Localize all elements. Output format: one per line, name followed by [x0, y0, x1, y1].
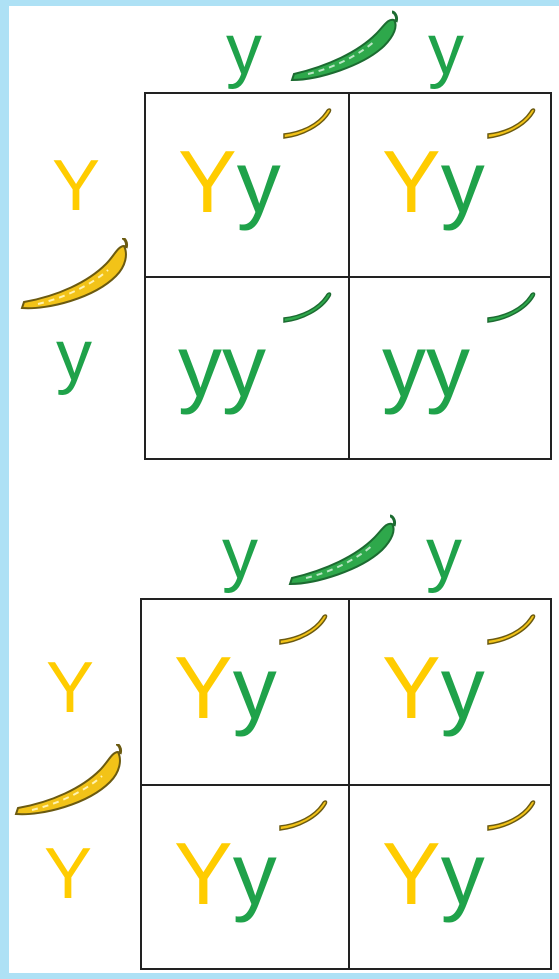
- yellow-pea-pod-icon: [282, 106, 334, 140]
- green-pea-pod-icon: [282, 290, 334, 324]
- offspring-cell: yy: [146, 278, 350, 460]
- allele-2: y: [441, 830, 485, 918]
- top-parent-pod-icon: [286, 514, 404, 590]
- allele-2: y: [426, 322, 470, 410]
- allele-2: y: [233, 830, 277, 918]
- top-allele-1: y: [226, 14, 262, 86]
- allele-1: y: [382, 322, 426, 410]
- allele-1: Y: [174, 644, 233, 732]
- left-allele-2: y: [56, 320, 92, 392]
- yellow-pea-pod-icon: [486, 612, 538, 646]
- offspring-cell: yy: [350, 278, 554, 460]
- allele-2: y: [222, 322, 266, 410]
- left-parent-pod-icon: [12, 744, 126, 822]
- allele-2: y: [441, 138, 485, 226]
- genotype-label: Yy: [382, 830, 485, 918]
- offspring-cell: Yy: [146, 94, 350, 276]
- left-parent-pod-icon: [18, 238, 132, 316]
- left-allele-2: Y: [44, 838, 92, 910]
- punnett-square-2: y y Y Y Yy Yy: [0, 500, 559, 975]
- genotype-label: yy: [178, 322, 266, 410]
- offspring-cell: Yy: [350, 94, 554, 276]
- allele-1: Y: [382, 644, 441, 732]
- top-allele-2: y: [428, 14, 464, 86]
- genotype-label: yy: [382, 322, 470, 410]
- offspring-cell: Yy: [142, 786, 346, 968]
- genotype-label: Yy: [382, 138, 485, 226]
- punnett-square-1: y y Y y Yy Yy: [0, 0, 559, 480]
- punnett-grid-2: Yy Yy Yy Yy: [140, 598, 552, 970]
- genotype-label: Yy: [382, 644, 485, 732]
- green-pea-pod-icon: [486, 290, 538, 324]
- offspring-cell: Yy: [350, 600, 554, 782]
- top-allele-2: y: [426, 518, 462, 590]
- yellow-pea-pod-icon: [486, 798, 538, 832]
- allele-2: y: [441, 644, 485, 732]
- top-parent-pod-icon: [288, 10, 406, 86]
- yellow-pea-pod-icon: [278, 798, 330, 832]
- punnett-grid-1: Yy Yy yy yy: [144, 92, 552, 460]
- offspring-cell: Yy: [350, 786, 554, 968]
- allele-2: y: [233, 644, 277, 732]
- allele-1: y: [178, 322, 222, 410]
- yellow-pea-pod-icon: [486, 106, 538, 140]
- genotype-label: Yy: [178, 138, 281, 226]
- allele-1: Y: [382, 830, 441, 918]
- genotype-label: Yy: [174, 644, 277, 732]
- yellow-pea-pod-icon: [278, 612, 330, 646]
- offspring-cell: Yy: [142, 600, 346, 782]
- allele-1: Y: [174, 830, 233, 918]
- left-allele-1: Y: [46, 652, 94, 724]
- top-allele-1: y: [222, 518, 258, 590]
- allele-1: Y: [382, 138, 441, 226]
- allele-2: y: [237, 138, 281, 226]
- genotype-label: Yy: [174, 830, 277, 918]
- left-allele-1: Y: [52, 150, 100, 222]
- allele-1: Y: [178, 138, 237, 226]
